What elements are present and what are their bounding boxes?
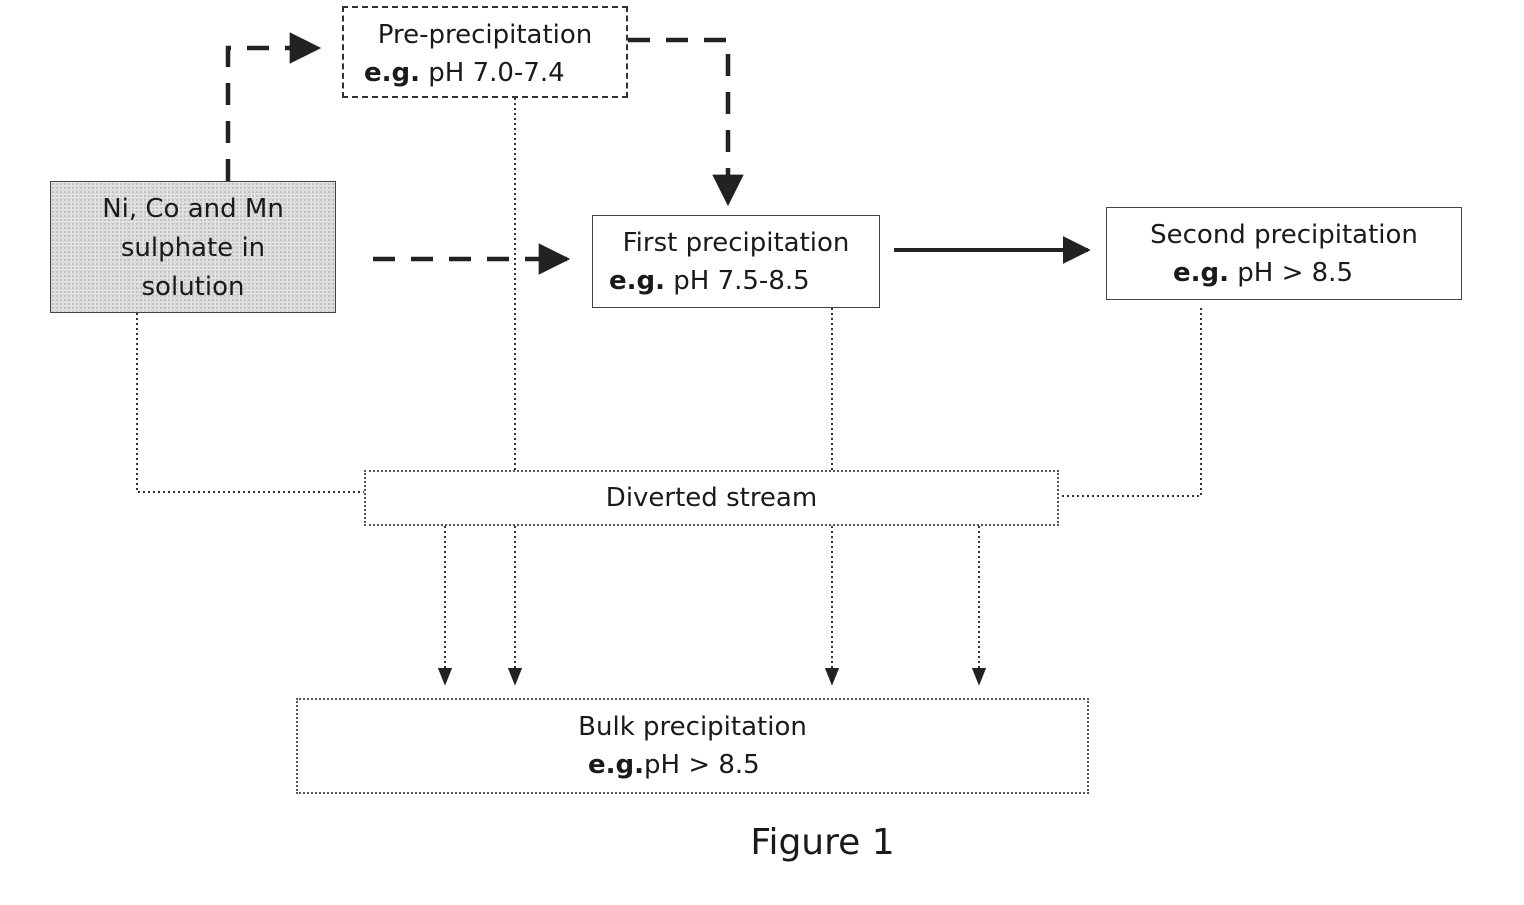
first-precipitation-condition: pH 7.5-8.5 [665, 266, 810, 296]
first-precipitation-title: First precipitation [593, 224, 879, 262]
connector-pre-to-first [628, 40, 728, 203]
second-precipitation-eg: e.g. [1173, 258, 1229, 288]
pre-precipitation-condition-line: e.g. pH 7.0-7.4 [344, 54, 626, 92]
figure-caption: Figure 1 [700, 818, 945, 868]
first-precipitation-condition-line: e.g. pH 7.5-8.5 [593, 262, 879, 300]
connector-second-to-diverted [1059, 308, 1201, 496]
pre-precipitation-title: Pre-precipitation [344, 16, 626, 54]
pre-precipitation-box: Pre-precipitation e.g. pH 7.0-7.4 [342, 6, 628, 98]
diverted-stream-title: Diverted stream [366, 472, 1057, 524]
second-precipitation-condition: pH > 8.5 [1229, 258, 1353, 288]
pre-precipitation-eg: e.g. [364, 58, 420, 88]
first-precipitation-box: First precipitation e.g. pH 7.5-8.5 [592, 215, 880, 308]
connector-feed-to-pre [228, 48, 318, 181]
second-precipitation-box: Second precipitation e.g. pH > 8.5 [1106, 207, 1462, 300]
bulk-precipitation-box: Bulk precipitation e.g.pH > 8.5 [296, 698, 1089, 794]
bulk-precipitation-title: Bulk precipitation [298, 708, 1087, 746]
first-precipitation-eg: e.g. [609, 266, 665, 296]
feed-line-3: solution [51, 268, 335, 307]
diverted-stream-box: Diverted stream [364, 470, 1059, 526]
second-precipitation-title: Second precipitation [1107, 216, 1461, 254]
bulk-precipitation-condition: pH > 8.5 [644, 750, 760, 780]
second-precipitation-condition-line: e.g. pH > 8.5 [1107, 254, 1461, 292]
bulk-precipitation-condition-line: e.g.pH > 8.5 [298, 746, 1087, 784]
connector-feed-to-diverted [137, 313, 364, 492]
pre-precipitation-condition: pH 7.0-7.4 [420, 58, 565, 88]
feed-solution-box: Ni, Co and Mn sulphate in solution [50, 181, 336, 313]
bulk-precipitation-eg: e.g. [588, 750, 644, 780]
feed-line-2: sulphate in [51, 229, 335, 268]
feed-line-1: Ni, Co and Mn [51, 190, 335, 229]
